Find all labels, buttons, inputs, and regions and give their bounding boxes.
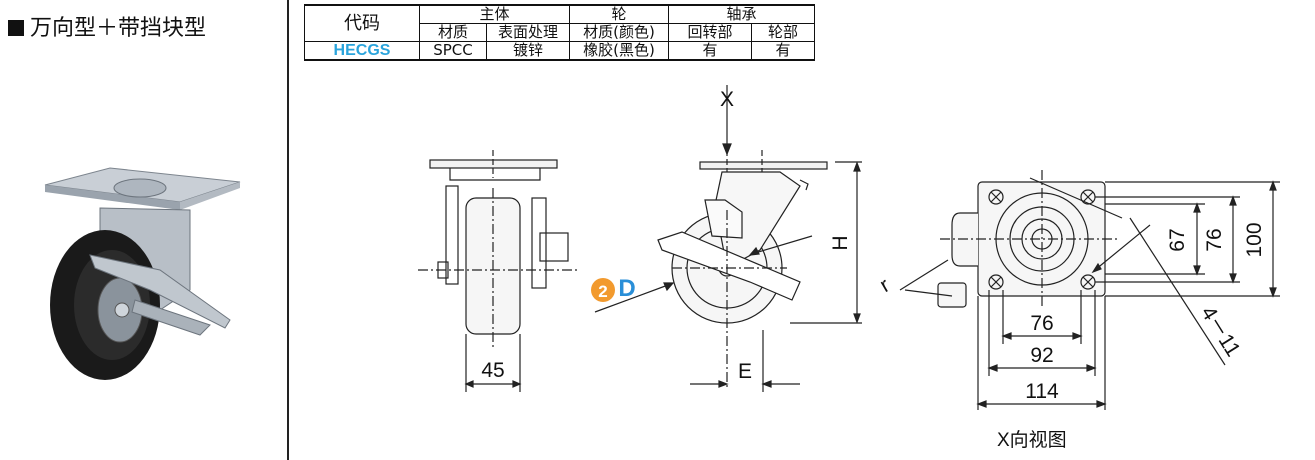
product-title: 万向型＋带挡块型: [8, 10, 206, 42]
dim-45: 45: [481, 359, 504, 382]
row-wheel-part: 有: [751, 41, 815, 61]
dim-e: E: [738, 360, 752, 383]
badge-letter: D: [618, 275, 635, 302]
2d-badge-icon: 2 D: [591, 275, 636, 302]
vertical-divider: [287, 0, 289, 460]
row-surface: 镀锌: [486, 41, 570, 61]
spec-table: 代码 主体 轮 轴承 材质 表面处理 材质(颜色) 回转部 轮部 HECGS S…: [304, 4, 815, 61]
row-material: SPCC: [419, 41, 487, 61]
square-bullet-icon: [8, 20, 24, 36]
header-wheel-part: 轮部: [751, 23, 815, 42]
x-view-caption: X向视图: [997, 430, 1067, 451]
header-material: 材质: [419, 23, 487, 42]
badge-number: 2: [598, 282, 607, 301]
dim-114: 114: [1025, 380, 1059, 403]
header-swivel: 回转部: [668, 23, 752, 42]
row-wheel-material: 橡胶(黑色): [569, 41, 669, 61]
dim-r: r: [876, 274, 894, 297]
caster-product-image: [44, 167, 241, 380]
header-code: 代码: [304, 4, 420, 42]
dim-76-vertical: 76: [1203, 228, 1226, 251]
row-swivel: 有: [668, 41, 752, 61]
dim-92: 92: [1030, 344, 1053, 367]
header-wheel-material: 材质(颜色): [569, 23, 669, 42]
row-code: HECGS: [304, 41, 420, 61]
front-view: [594, 85, 862, 392]
header-group-bearing: 轴承: [668, 4, 815, 24]
dim-100: 100: [1243, 222, 1266, 257]
product-title-text: 万向型＋带挡块型: [30, 16, 207, 41]
view-arrow-label: X: [720, 88, 734, 111]
dim-76-horizontal: 76: [1030, 312, 1053, 335]
dim-67: 67: [1166, 228, 1189, 251]
header-surface: 表面处理: [486, 23, 570, 42]
side-view: [418, 150, 580, 392]
x-direction-view: [899, 170, 1280, 410]
dim-h: H: [829, 235, 852, 250]
